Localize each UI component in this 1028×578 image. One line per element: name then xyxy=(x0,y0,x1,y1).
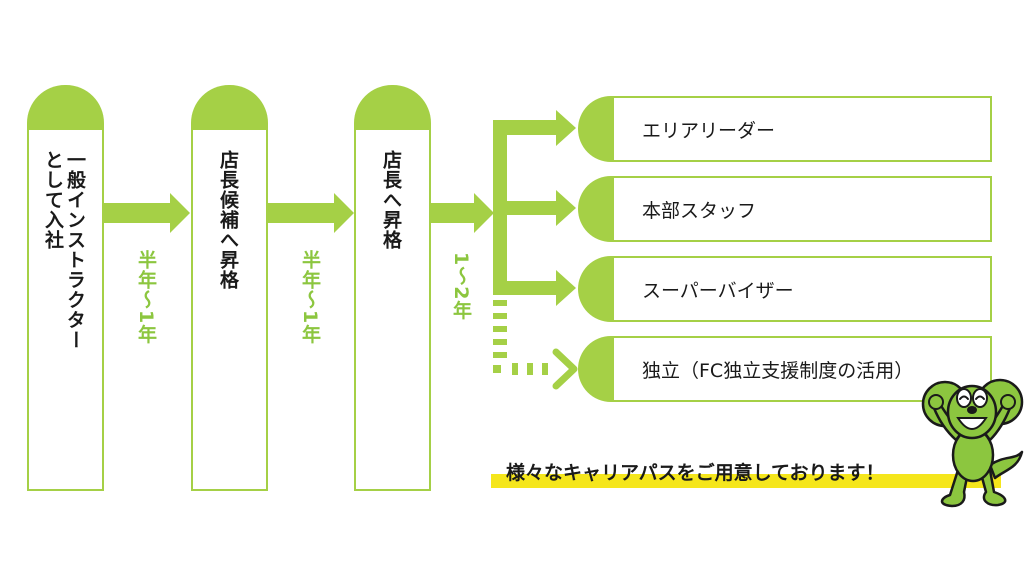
stage-label: 一般インストラクター として入社 xyxy=(42,150,86,350)
career-path-message: 様々なキャリアパスをご用意しております！ xyxy=(506,462,885,484)
destination-label: 本部スタッフ xyxy=(642,200,757,222)
dotted-segment xyxy=(493,300,507,306)
stage-instructor: 一般インストラクター として入社 xyxy=(27,85,104,491)
stage-box: 一般インストラクター として入社 xyxy=(27,128,104,491)
stage-manager-candidate: 店長候補へ昇格 xyxy=(191,85,268,491)
destination-box: スーパーバイザー xyxy=(612,256,992,322)
stage-label-line: として入社 xyxy=(42,150,64,250)
stage-box: 店長へ昇格 xyxy=(354,128,431,491)
dotted-segment xyxy=(512,363,518,375)
dotted-segment xyxy=(493,352,507,358)
destination-hq-staff: 本部スタッフ xyxy=(578,176,992,242)
stage-label: 店長候補へ昇格 xyxy=(217,150,239,290)
destination-supervisor: スーパーバイザー xyxy=(578,256,992,322)
dotted-segment xyxy=(527,363,533,375)
destination-independence: 独立（FC独立支援制度の活用） xyxy=(578,336,992,402)
stage-label-line: 一般インストラクター xyxy=(64,150,86,350)
dotted-segment xyxy=(493,313,507,319)
stage-label: 店長へ昇格 xyxy=(380,150,402,250)
arrow-to-area-leader xyxy=(493,110,576,146)
dotted-segment xyxy=(493,326,507,332)
dotted-segment xyxy=(493,365,501,373)
arrow-to-supervisor xyxy=(493,270,576,306)
duration-label: 1～2年 xyxy=(450,252,472,321)
destination-area-leader: エリアリーダー xyxy=(578,96,992,162)
destination-box: 本部スタッフ xyxy=(612,176,992,242)
duration-label: 半年～1年 xyxy=(299,250,321,345)
duration-label: 半年～1年 xyxy=(135,250,157,345)
dotted-segment xyxy=(493,339,507,345)
arrow-stage2-to-stage3 xyxy=(267,193,354,233)
destination-label: 独立（FC独立支援制度の活用） xyxy=(642,360,914,382)
open-arrowhead-to-independence xyxy=(552,348,578,390)
message-highlight xyxy=(491,474,1001,488)
arrow-to-hq-staff xyxy=(500,190,576,226)
stage-box: 店長候補へ昇格 xyxy=(191,128,268,491)
dotted-segment xyxy=(542,363,548,375)
stage-cap xyxy=(191,85,268,129)
arrow-stage3-to-branch xyxy=(431,193,494,233)
destination-box: エリアリーダー xyxy=(612,96,992,162)
destination-box: 独立（FC独立支援制度の活用） xyxy=(612,336,992,402)
arrow-stage1-to-stage2 xyxy=(104,193,190,233)
stage-store-manager: 店長へ昇格 xyxy=(354,85,431,491)
destination-label: スーパーバイザー xyxy=(642,280,794,302)
stage-cap xyxy=(354,85,431,129)
stage-cap xyxy=(27,85,104,129)
destination-label: エリアリーダー xyxy=(642,120,776,142)
